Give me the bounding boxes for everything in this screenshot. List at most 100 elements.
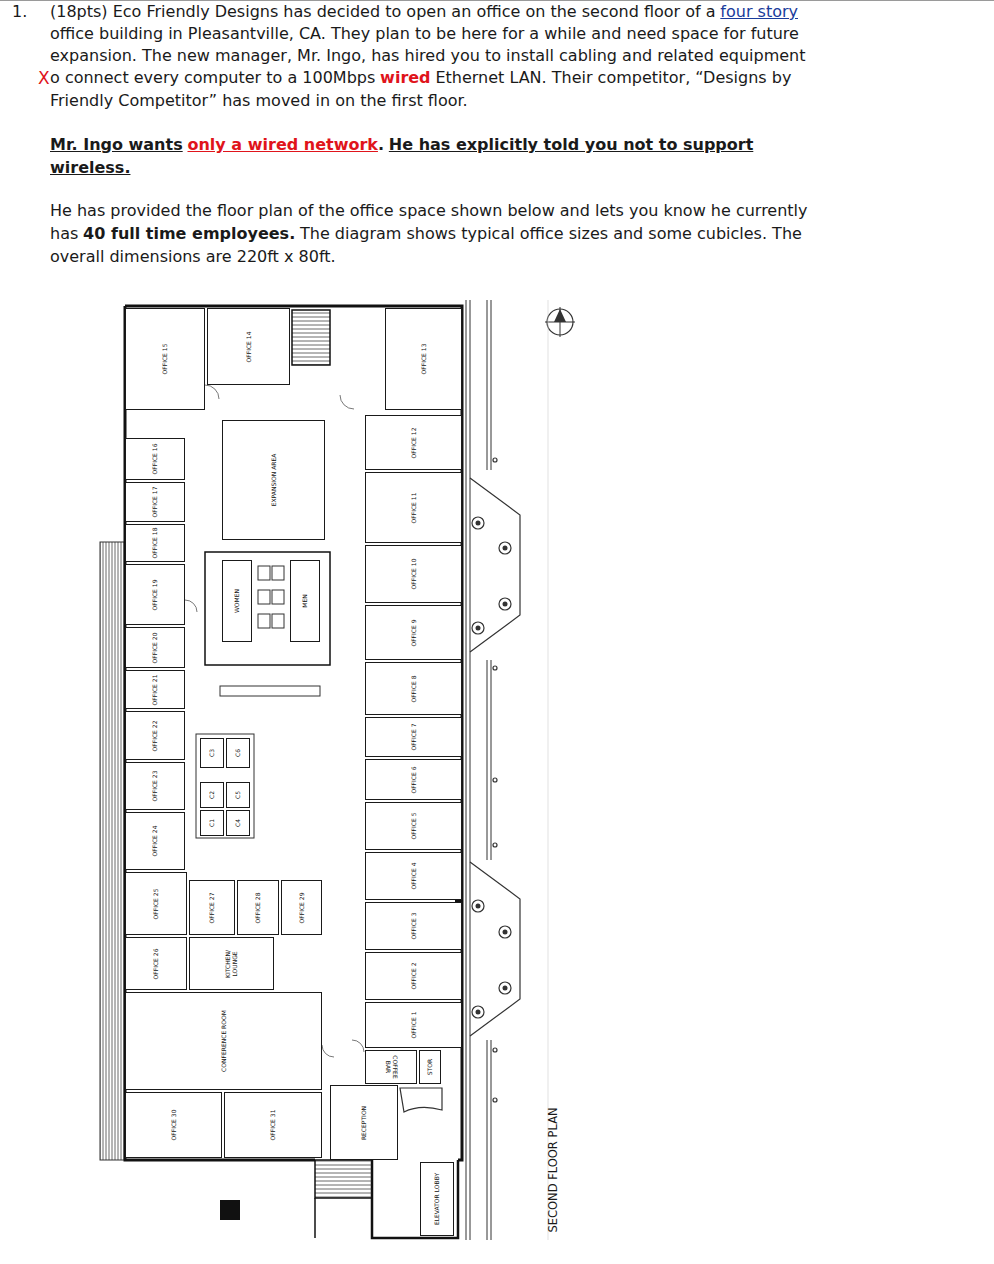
text-line: o connect every computer to a 100Mbpswir… bbox=[50, 67, 791, 89]
text-line: 1. bbox=[12, 1, 27, 23]
room: OFFICE 3 bbox=[365, 902, 462, 950]
stall bbox=[272, 614, 284, 628]
question-text: 40 full time employees. bbox=[83, 224, 295, 243]
room-label: OFFICE 11 bbox=[410, 492, 417, 523]
room-label: OFFICE 20 bbox=[152, 632, 159, 663]
room: C5 bbox=[226, 782, 250, 808]
room: OFFICE 6 bbox=[365, 759, 462, 800]
room-label: OFFICE 5 bbox=[410, 812, 417, 839]
room: OFFICE 10 bbox=[365, 545, 462, 603]
text-line: overall dimensions are 220ft x 80ft. bbox=[50, 246, 336, 268]
door-swing bbox=[185, 600, 197, 612]
room-label: OFFICE 30 bbox=[170, 1110, 177, 1141]
frame-line bbox=[548, 300, 549, 1240]
door-swing bbox=[322, 1045, 334, 1057]
question-text: The diagram shows typical office sizes a… bbox=[300, 224, 802, 243]
question-text: He has provided the floor plan of the of… bbox=[50, 201, 808, 220]
room-label: C4 bbox=[235, 819, 242, 827]
restroom-block bbox=[205, 552, 330, 665]
room: OFFICE 1 bbox=[365, 1002, 462, 1048]
text-line: wireless. bbox=[50, 157, 130, 179]
column bbox=[499, 542, 511, 554]
room-label: OFFICE 9 bbox=[410, 619, 417, 646]
question-text: 1. bbox=[12, 2, 27, 21]
room-label: C5 bbox=[235, 791, 242, 799]
marker bbox=[493, 1048, 497, 1052]
room: OFFICE 4 bbox=[365, 852, 462, 900]
text-line: He has provided the floor plan of the of… bbox=[50, 200, 808, 222]
room-label: OFFICE 6 bbox=[410, 766, 417, 793]
room-label: MEN bbox=[302, 594, 309, 607]
room: OFFICE 11 bbox=[365, 472, 462, 543]
room: C1 bbox=[200, 810, 224, 836]
room-label: OFFICE 3 bbox=[410, 912, 417, 939]
question-text: Friendly Competitor” has moved in on the… bbox=[50, 91, 468, 110]
room-label: STOR bbox=[427, 1059, 434, 1075]
marker bbox=[493, 843, 497, 847]
marker bbox=[493, 778, 497, 782]
text-line: office building in Pleasantville, CA. Th… bbox=[50, 23, 799, 45]
room: OFFICE 30 bbox=[125, 1092, 222, 1158]
text-line: expansion. The new manager, Mr. Ingo, ha… bbox=[50, 45, 806, 67]
room: OFFICE 7 bbox=[365, 717, 462, 757]
room: OFFICE 24 bbox=[125, 812, 185, 870]
door-swing bbox=[352, 1040, 364, 1052]
room-label: C3 bbox=[209, 749, 216, 757]
outer-wall bbox=[372, 1160, 458, 1238]
facade-line bbox=[491, 660, 492, 860]
room: OFFICE 19 bbox=[125, 564, 185, 625]
room: OFFICE 16 bbox=[125, 438, 185, 480]
room-label: OFFICE 21 bbox=[152, 674, 159, 705]
room: C2 bbox=[200, 782, 224, 808]
text-line: (18pts) Eco Friendly Designs has decided… bbox=[50, 1, 798, 23]
question-text: (18pts) Eco Friendly Designs has decided… bbox=[50, 2, 716, 21]
column-dot bbox=[476, 904, 481, 909]
marker bbox=[493, 1098, 497, 1102]
room: OFFICE 17 bbox=[125, 482, 185, 522]
column bbox=[472, 1006, 484, 1018]
room-label: OFFICE 15 bbox=[162, 344, 169, 375]
question-text: office building in Pleasantville, CA. Th… bbox=[50, 24, 799, 43]
room-label: RECEPTION bbox=[361, 1105, 368, 1139]
text-line: Mr. Ingo wantsonly a wired network.He ha… bbox=[50, 134, 753, 156]
column bbox=[472, 622, 484, 634]
question-text: four story bbox=[720, 2, 798, 21]
bay-window bbox=[470, 862, 520, 1036]
stall bbox=[258, 590, 270, 604]
question-text: wireless. bbox=[50, 158, 130, 177]
room: C4 bbox=[226, 810, 250, 836]
question-text: . bbox=[378, 135, 384, 154]
marker bbox=[493, 666, 497, 670]
room-label: C6 bbox=[235, 749, 242, 757]
room-label: KITCHEN/ LOUNGE bbox=[225, 940, 238, 987]
question-text: Ethernet LAN. Their competitor, “Designs… bbox=[435, 68, 791, 87]
room: OFFICE 20 bbox=[125, 627, 185, 668]
room-label: OFFICE 10 bbox=[410, 559, 417, 590]
room: WOMEN bbox=[222, 560, 252, 642]
room: OFFICE 12 bbox=[365, 415, 462, 470]
facade-line bbox=[487, 660, 488, 860]
cubicle-cluster bbox=[196, 734, 254, 838]
room-label: OFFICE 29 bbox=[298, 892, 305, 923]
room: OFFICE 9 bbox=[365, 605, 462, 660]
room-label: OFFICE 26 bbox=[153, 948, 160, 979]
stall bbox=[272, 566, 284, 580]
room: OFFICE 25 bbox=[125, 872, 187, 935]
room-label: OFFICE 31 bbox=[270, 1110, 277, 1141]
question-text: overall dimensions are 220ft x 80ft. bbox=[50, 247, 336, 266]
room: OFFICE 14 bbox=[207, 308, 290, 385]
room-label: C1 bbox=[209, 819, 216, 827]
room: MEN bbox=[290, 560, 320, 642]
room-label: OFFICE 19 bbox=[152, 579, 159, 610]
room-label: OFFICE 4 bbox=[410, 862, 417, 889]
column bbox=[499, 598, 511, 610]
room: OFFICE 8 bbox=[365, 662, 462, 715]
stall bbox=[272, 590, 284, 604]
room-label: OFFICE 1 bbox=[410, 1011, 417, 1038]
room-label: CONFERENCE ROOM bbox=[220, 1010, 227, 1072]
room: OFFICE 22 bbox=[125, 711, 185, 760]
room: OFFICE 21 bbox=[125, 670, 185, 709]
question-text: o connect every computer to a 100Mbps bbox=[50, 68, 375, 87]
question-text: only a wired network bbox=[187, 135, 377, 154]
room: OFFICE 15 bbox=[125, 308, 205, 410]
